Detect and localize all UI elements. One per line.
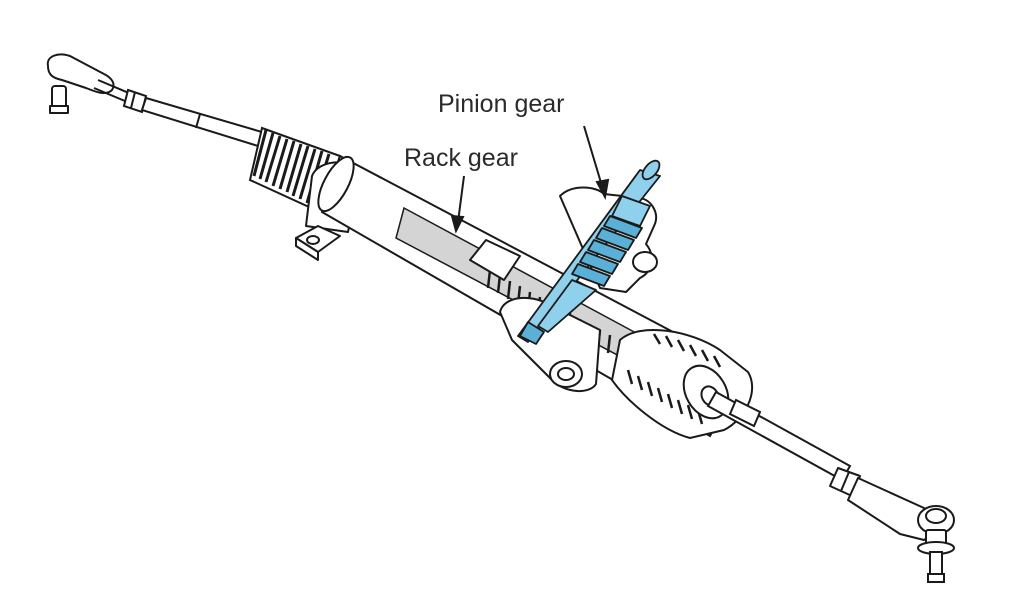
pinion-arrowhead	[595, 178, 610, 201]
rack-arrowhead	[450, 214, 465, 234]
right-cylinder-end	[610, 329, 754, 440]
right-inner-tie-rod	[706, 390, 852, 482]
left-tie-rod-end	[46, 53, 137, 114]
right-outer-tie-rod	[829, 467, 933, 541]
pinion-gear-label: Pinion gear	[438, 90, 564, 118]
leader-lines	[450, 125, 610, 234]
left-jam-nut	[122, 88, 148, 114]
pinion-leader	[583, 125, 603, 187]
rack-leader	[457, 175, 465, 223]
right-tie-rod-end	[917, 505, 955, 583]
left-inner-tie-rod	[140, 96, 264, 148]
pinion-gear	[517, 159, 661, 345]
pinion-splines	[571, 215, 643, 287]
rack-gear-label: Rack gear	[404, 144, 518, 172]
